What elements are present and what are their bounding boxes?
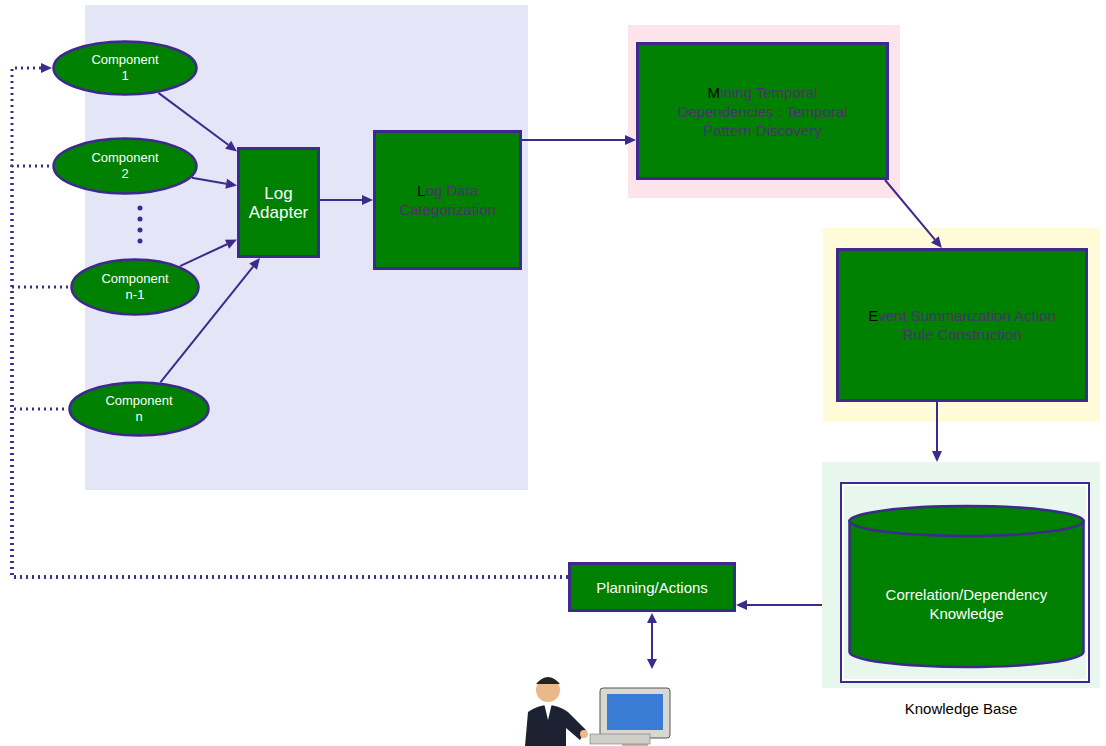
- user-link: [647, 613, 657, 669]
- connector-line: [747, 604, 822, 606]
- arrow-head: [932, 451, 942, 462]
- connector-line: [522, 139, 625, 141]
- feedback-connector: [12, 287, 568, 577]
- connector-line: [180, 244, 227, 266]
- ellipsis-dots: [138, 206, 143, 244]
- node-label: Log Adapter: [249, 184, 309, 222]
- component-ellipse: Component n: [68, 381, 210, 437]
- flow-connector: [180, 240, 237, 266]
- action-box: Planning/Actions: [568, 562, 736, 612]
- node-label: Log Data Categorization: [388, 181, 508, 219]
- process-box: Event Summarization Action Rule Construc…: [836, 248, 1088, 402]
- arrow-head: [225, 179, 237, 189]
- node-label: Event Summarization Action Rule Construc…: [867, 306, 1057, 344]
- arrow-head: [931, 236, 942, 248]
- knowledge-region: Knowledge BaseCorrelation/Dependency Kno…: [822, 462, 1100, 688]
- node-label: Component 2: [86, 150, 164, 182]
- connector-line: [12, 68, 568, 577]
- process-box: Mining Temporal Dependencies : Temporal …: [636, 42, 889, 180]
- flow-connector: [192, 178, 237, 189]
- node-label: Component n-1: [96, 271, 174, 303]
- flow-connector: [885, 180, 942, 248]
- connector-line: [885, 180, 935, 240]
- connector-line: [192, 178, 226, 184]
- flow-connector: [320, 195, 373, 205]
- flow-connector: [158, 93, 237, 151]
- arrow-head: [225, 141, 237, 152]
- arrow-head: [736, 600, 747, 610]
- arrow-head: [625, 135, 636, 145]
- feedback-connector: [12, 409, 568, 577]
- node-label: Planning/Actions: [596, 578, 708, 597]
- region-label: Knowledge Base: [822, 700, 1100, 717]
- arrow-head: [225, 240, 237, 249]
- process-box: Log Adapter: [237, 147, 320, 258]
- flow-connector: [932, 402, 942, 462]
- component-ellipse: Component 1: [52, 40, 198, 96]
- connector-line: [12, 409, 568, 577]
- node-label: Component 1: [86, 52, 164, 84]
- operator-illustration: [525, 677, 670, 746]
- arrow-head: [362, 195, 373, 205]
- arrow-head: [249, 258, 260, 270]
- flow-connector: [522, 135, 636, 145]
- feedback-connector: [12, 63, 568, 577]
- process-box: Log Data Categorization: [373, 130, 522, 270]
- database-cylinder: Correlation/Dependency Knowledge: [848, 505, 1085, 668]
- component-ellipse: Component n-1: [70, 258, 200, 316]
- connector-line: [158, 93, 228, 145]
- connector-line: [936, 402, 938, 451]
- component-ellipse: Component 2: [52, 137, 198, 195]
- arrow-head: [41, 63, 52, 73]
- flow-connector: [736, 600, 822, 610]
- node-label: Correlation/Dependency Knowledge: [856, 585, 1077, 623]
- connector-line: [12, 287, 568, 577]
- node-label: Component n: [100, 393, 178, 425]
- node-label: Mining Temporal Dependencies : Temporal …: [668, 83, 858, 140]
- connector-line: [320, 199, 362, 201]
